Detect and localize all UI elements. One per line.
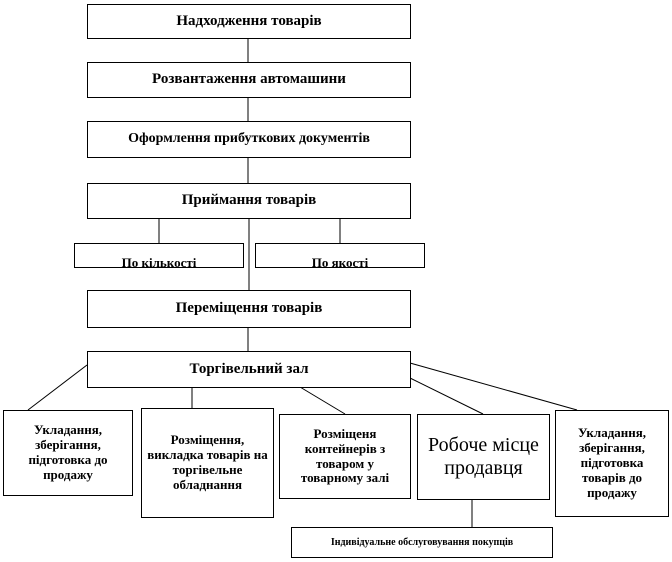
connector: [27, 364, 88, 411]
acceptance-box: Приймання товарів: [87, 183, 411, 219]
branch-seller-workplace-box: Робоче місце продавця: [417, 414, 550, 500]
branch-containers-box: Розміщеня контейнерів з товаром у товарн…: [279, 414, 411, 499]
unloading-box: Розвантаження автомашини: [87, 62, 411, 98]
connector: [409, 377, 484, 415]
movement-box: Переміщення товарів: [87, 290, 411, 328]
branch-storage-box: Укладання, зберігання, підготовка до про…: [3, 410, 133, 496]
by-quantity-label: По кількості: [121, 255, 197, 268]
goods-receipt-box: Надходження товарів: [87, 4, 411, 39]
by-quality-label: По якості: [311, 255, 369, 268]
documents-box: Оформлення прибуткових документів: [87, 121, 411, 158]
by-quantity-box: По кількості: [74, 243, 244, 268]
individual-service-box: Індивідуальне обслуговування покупців: [291, 527, 553, 558]
connector: [299, 386, 346, 415]
connector: [409, 362, 578, 411]
sales-hall-box: Торгівельний зал: [87, 351, 411, 388]
branch-display-box: Розміщення, викладка товарів на торгівел…: [141, 408, 274, 518]
branch-preparation-box: Укладання, зберігання, підготовка товарі…: [555, 410, 669, 517]
by-quality-box: По якості: [255, 243, 425, 268]
